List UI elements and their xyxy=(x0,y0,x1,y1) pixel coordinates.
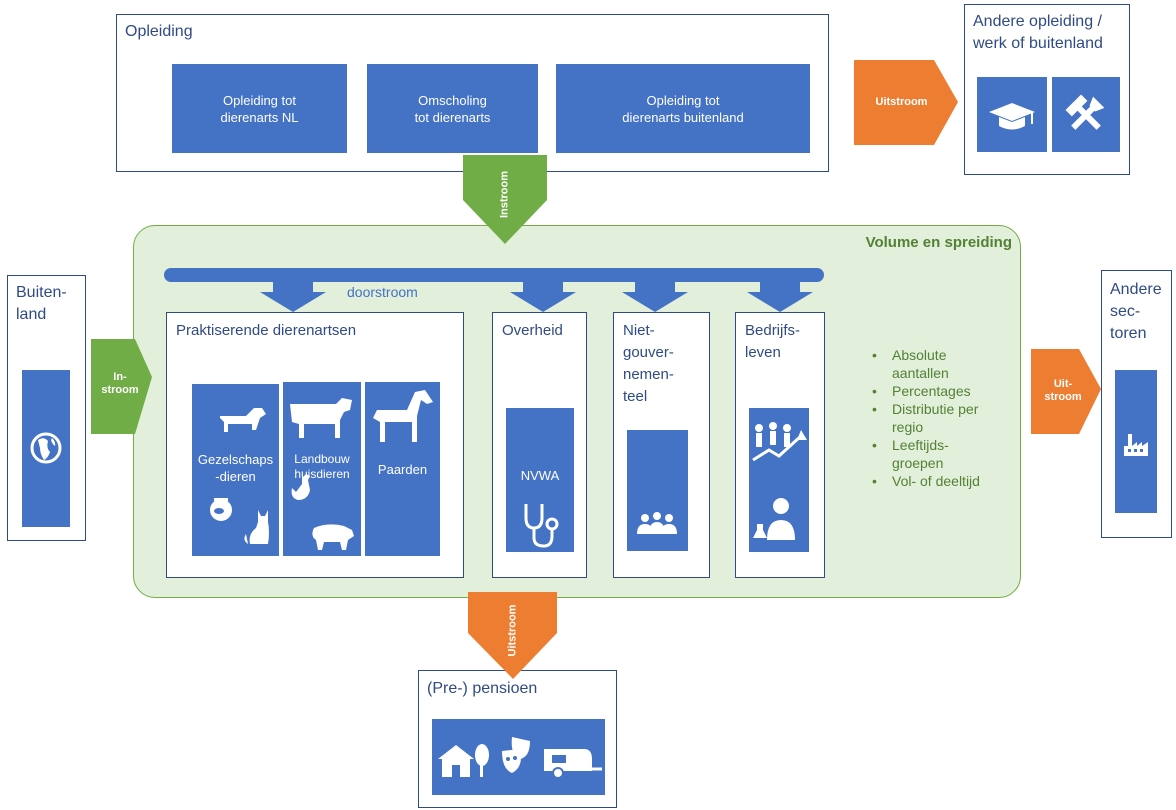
andere-opleiding-title: Andere opleiding / werk of buitenland xyxy=(973,13,1103,52)
ngo-box xyxy=(627,430,688,551)
pig-icon xyxy=(312,524,354,550)
house-icon xyxy=(438,744,489,777)
bullet-item: Vol- of deeltijd xyxy=(870,472,1020,490)
graduation-cap-icon xyxy=(989,103,1035,130)
cow-icon xyxy=(290,398,352,438)
praktiserend-title: Praktiserende dierenartsen xyxy=(176,322,357,339)
instroom-top-label: Instroom xyxy=(498,170,511,219)
paarden-label: Paarden xyxy=(377,462,428,477)
opleiding-buitenland-box: Opleiding tot dierenarts buitenland xyxy=(556,64,810,153)
audience-icon xyxy=(637,512,677,534)
bullet-item: Leeftijds- groepen xyxy=(870,436,1020,472)
gezelschapsdieren-label: Gezelschaps -dieren xyxy=(197,452,274,484)
graduation-box xyxy=(977,77,1047,152)
volume-title: Volume en spreiding xyxy=(865,234,1012,251)
dog-icon xyxy=(220,408,266,432)
stethoscope-icon xyxy=(524,504,559,548)
uitstroom-bottom-label: Uitstroom xyxy=(506,604,519,657)
pensioen-title: (Pre-) pensioen xyxy=(427,680,538,697)
growth-icon xyxy=(752,422,807,462)
fishbowl-icon xyxy=(210,498,232,521)
buitenland-title: Buiten- land xyxy=(16,284,67,323)
doorstroom-label: doorstroom xyxy=(347,284,418,300)
nvwa-label: NVWA xyxy=(520,468,560,483)
cat-icon xyxy=(244,510,269,544)
andere-sectoren-title: Andere sec- toren xyxy=(1110,281,1162,342)
instroom-left-label: In- stroom xyxy=(101,371,139,396)
globe-box xyxy=(22,370,70,527)
opleiding-nl-box: Opleiding tot dierenarts NL xyxy=(172,64,347,153)
factory-icon xyxy=(1124,434,1148,456)
ngo-title: Niet- gouver- nemen- teel xyxy=(623,322,674,405)
tools-icon xyxy=(1065,94,1105,130)
caravan-icon xyxy=(544,749,602,779)
uitstroom-right-label: Uit- stroom xyxy=(1044,378,1082,403)
tools-box xyxy=(1052,77,1120,152)
nvwa-box xyxy=(506,408,574,552)
opleiding-title: Opleiding xyxy=(125,23,193,40)
volume-bullets: Absolute aantallen Percentages Distribut… xyxy=(870,346,1020,490)
overheid-title: Overheid xyxy=(502,322,563,339)
globe-icon xyxy=(30,432,62,464)
rooster-icon xyxy=(291,474,310,500)
factory-box xyxy=(1115,370,1157,513)
bullet-item: Percentages xyxy=(870,382,1020,400)
scientist-icon xyxy=(753,498,795,540)
uitstroom-top-label: Uitstroom xyxy=(875,96,928,108)
pensioen-box xyxy=(432,719,605,795)
theater-masks-icon xyxy=(502,737,530,773)
bullet-item: Distributie per regio xyxy=(870,400,1020,436)
bullet-item: Absolute aantallen xyxy=(870,346,1020,382)
omscholing-box: Omscholing tot dierenarts xyxy=(367,64,538,153)
bedrijf-title: Bedrijfs- leven xyxy=(745,322,801,361)
horse-icon xyxy=(373,390,433,442)
